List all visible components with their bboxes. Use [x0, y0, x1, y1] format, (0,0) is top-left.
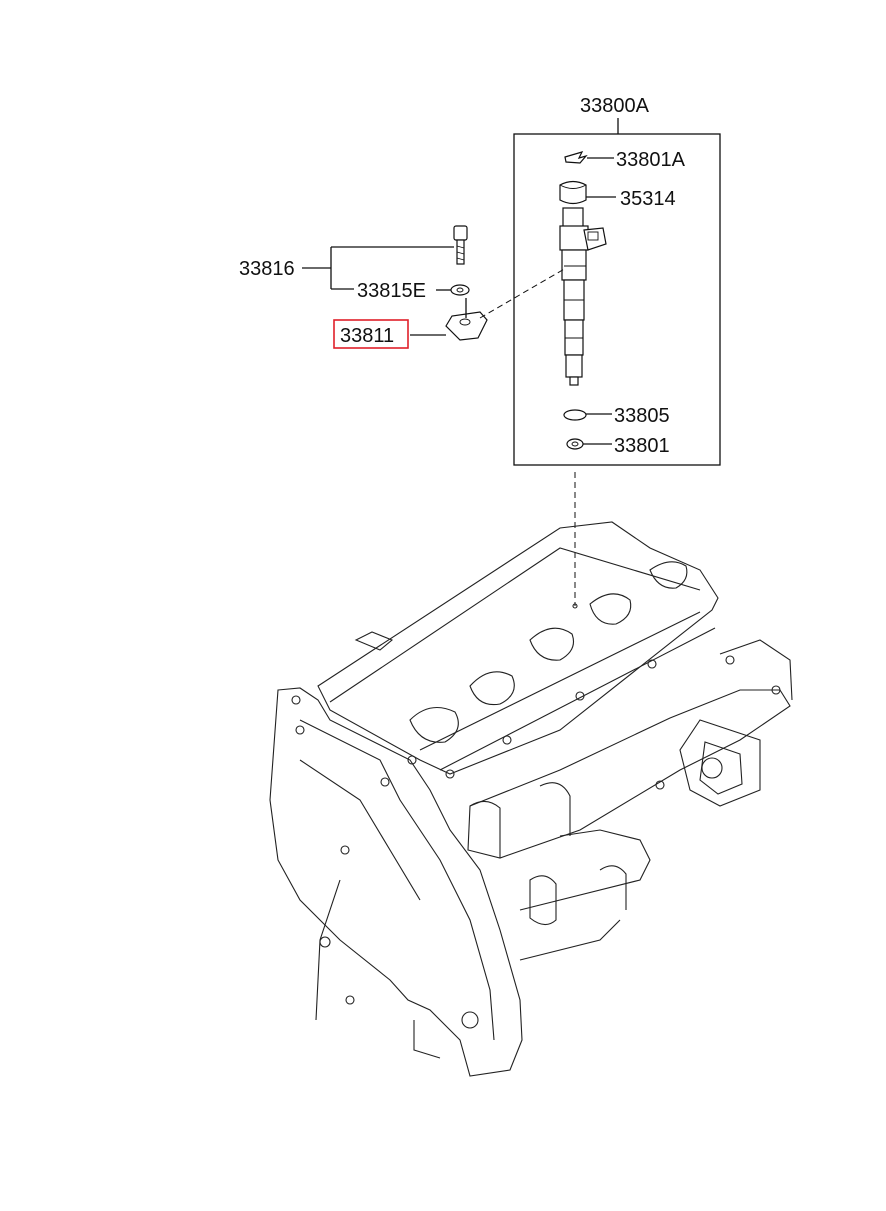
highlight-box [333, 319, 409, 349]
holder-part [559, 180, 616, 205]
label-washer: 33815E [357, 280, 426, 302]
clip-part [564, 151, 614, 164]
label-group: 33816 [239, 258, 295, 280]
label-holder: 35314 [620, 188, 676, 210]
clamp-part [410, 298, 488, 341]
guide-line-clamp [479, 267, 567, 319]
group-bracket [302, 246, 454, 290]
label-clip: 33801A [616, 149, 686, 171]
label-clamp: 33811 [340, 325, 394, 347]
label-assembly: 33800A [580, 95, 650, 117]
engine-block-illustration [269, 521, 793, 1077]
bolt-part [453, 225, 468, 265]
assembly-box [513, 118, 721, 466]
seal-washer-part [566, 438, 612, 450]
o-ring-part [563, 409, 612, 421]
label-seal-washer: 33801 [614, 435, 670, 457]
label-o-ring: 33805 [614, 405, 670, 427]
injector-part [559, 207, 607, 386]
washer-part [436, 284, 470, 296]
